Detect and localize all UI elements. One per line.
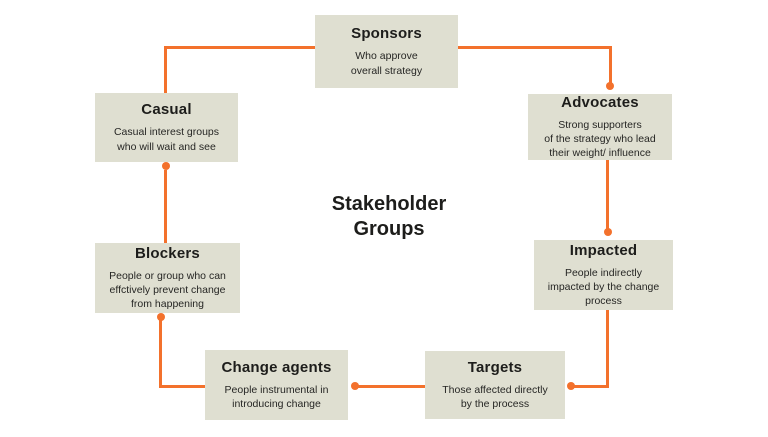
- diagram-title: Stakeholder Groups: [331, 193, 447, 240]
- connector-casual-to-sponsors-horizontal: [164, 46, 315, 49]
- node-impacted-title: Impacted: [569, 241, 638, 259]
- arrowhead-advocates-to-impacted: [604, 228, 612, 236]
- node-casual-title: Casual: [141, 101, 192, 119]
- connector-change-agents-to-blockers-horizontal: [159, 385, 205, 388]
- connector-impacted-to-targets-vertical: [606, 310, 609, 388]
- connector-targets-to-change-agents-horizontal: [357, 385, 425, 388]
- node-advocates-description: Strong supporters of the strategy who le…: [544, 118, 656, 160]
- arrowhead-targets-to-change-agents: [351, 382, 359, 390]
- node-impacted-description: People indirectly impacted by the change…: [547, 266, 660, 308]
- connector-sponsors-to-advocates-horizontal: [458, 46, 612, 49]
- node-casual-description: Casual interest groups who will wait and…: [113, 126, 220, 153]
- connector-advocates-to-impacted-vertical: [606, 160, 609, 230]
- connector-change-agents-to-blockers-vertical: [159, 320, 162, 388]
- node-sponsors-title: Sponsors: [351, 25, 422, 43]
- arrowhead-sponsors-to-advocates: [606, 82, 614, 90]
- connector-sponsors-to-advocates-vertical: [609, 46, 612, 84]
- arrowhead-blockers-to-casual: [162, 162, 170, 170]
- connector-casual-to-sponsors-vertical: [164, 46, 167, 94]
- node-casual: Casual Casual interest groups who will w…: [95, 93, 238, 162]
- node-advocates: Advocates Strong supporters of the strat…: [528, 94, 672, 160]
- node-change-agents: Change agents People instrumental in int…: [205, 350, 348, 420]
- node-blockers: Blockers People or group who can effctiv…: [95, 243, 240, 313]
- arrowhead-change-agents-to-blockers: [157, 313, 165, 321]
- node-targets-description: Those affected directly by the process: [442, 383, 548, 410]
- node-change-agents-title: Change agents: [221, 358, 332, 376]
- node-change-agents-description: People instrumental in introducing chang…: [224, 383, 329, 410]
- node-targets-title: Targets: [467, 358, 523, 376]
- connector-impacted-to-targets-horizontal: [573, 385, 609, 388]
- node-sponsors-description: Who approve overall strategy: [350, 50, 423, 77]
- node-impacted: Impacted People indirectly impacted by t…: [534, 240, 673, 310]
- node-targets: Targets Those affected directly by the p…: [425, 351, 565, 419]
- node-advocates-title: Advocates: [561, 93, 639, 111]
- arrowhead-impacted-to-targets: [567, 382, 575, 390]
- node-sponsors: Sponsors Who approve overall strategy: [315, 15, 458, 88]
- node-blockers-description: People or group who can effctively preve…: [109, 269, 226, 311]
- node-blockers-title: Blockers: [135, 244, 200, 262]
- connector-blockers-to-casual-vertical: [164, 170, 167, 243]
